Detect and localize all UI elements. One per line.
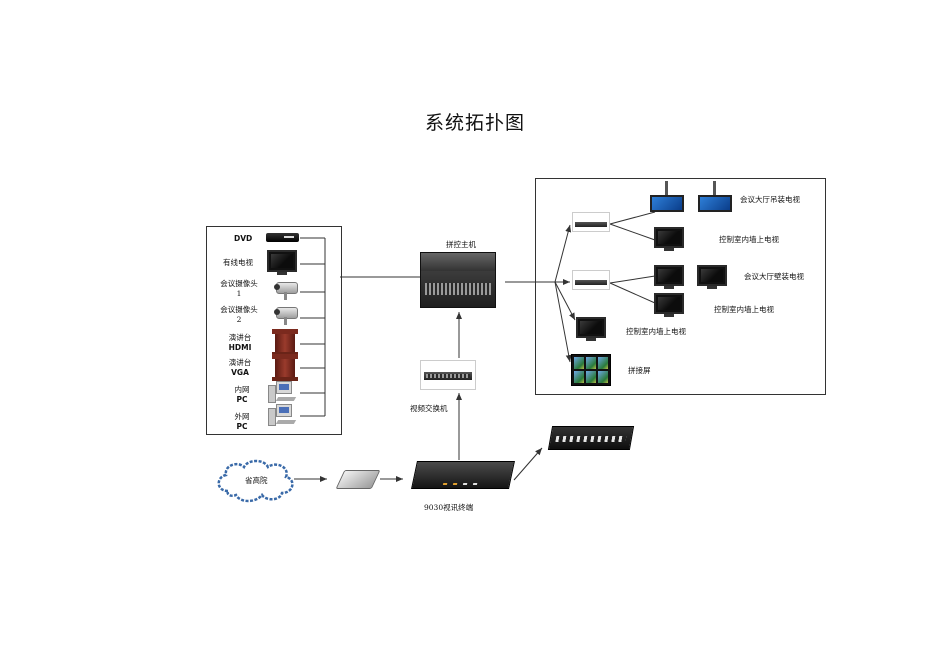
hall-ceiling-tv-label: 会议大厅吊装电视 [740,195,800,204]
control-room-tv-1-label: 控制室内墙上电视 [719,235,779,244]
camera-2-icon [274,305,298,327]
diagram-title: 系统拓扑图 [424,112,525,134]
matrix-host-icon [420,252,496,308]
hall-wall-tv-1-icon [654,265,684,290]
video-terminal-icon [411,461,515,489]
video-switch-icon [420,360,476,390]
video-wall-icon [571,354,611,386]
video-wall-label: 拼接屏 [628,366,651,375]
cable-tv-icon [267,250,297,276]
video-terminal-label: 9030视讯终端 [424,503,474,512]
control-room-tv-3-icon [576,317,606,342]
pc-external-icon [268,404,300,428]
podium-hdmi-icon [270,329,300,357]
ceiling-tv-1-icon [648,181,686,213]
pc-internal-icon [268,381,300,405]
dvd-player-icon [266,233,299,242]
output-group-box [535,178,826,395]
cloud-label: 省高院 [245,476,268,485]
control-room-tv-1-icon [654,227,684,252]
hall-wall-tv-2-icon [697,265,727,290]
splitter-1-icon [572,212,610,232]
splitter-2-icon [572,270,610,290]
cloud-icon [217,459,294,503]
source-group-box [206,226,342,435]
matrix-label: 拼控主机 [446,240,476,249]
control-room-tv-2-icon [654,293,684,318]
control-room-tv-3-label: 控制室内墙上电视 [626,327,686,336]
podium-vga-icon [270,354,300,382]
camera-1-icon [274,280,298,302]
hall-wall-tv-label: 会议大厅壁装电视 [744,272,804,281]
cable-tv-label: 有线电视 [223,258,253,267]
remote-panel-icon [547,426,635,450]
ceiling-tv-2-icon [696,181,734,213]
dvd-label: DVD [234,234,253,243]
control-room-tv-2-label: 控制室内墙上电视 [714,305,774,314]
video-switch-label: 视频交换机 [410,404,448,413]
